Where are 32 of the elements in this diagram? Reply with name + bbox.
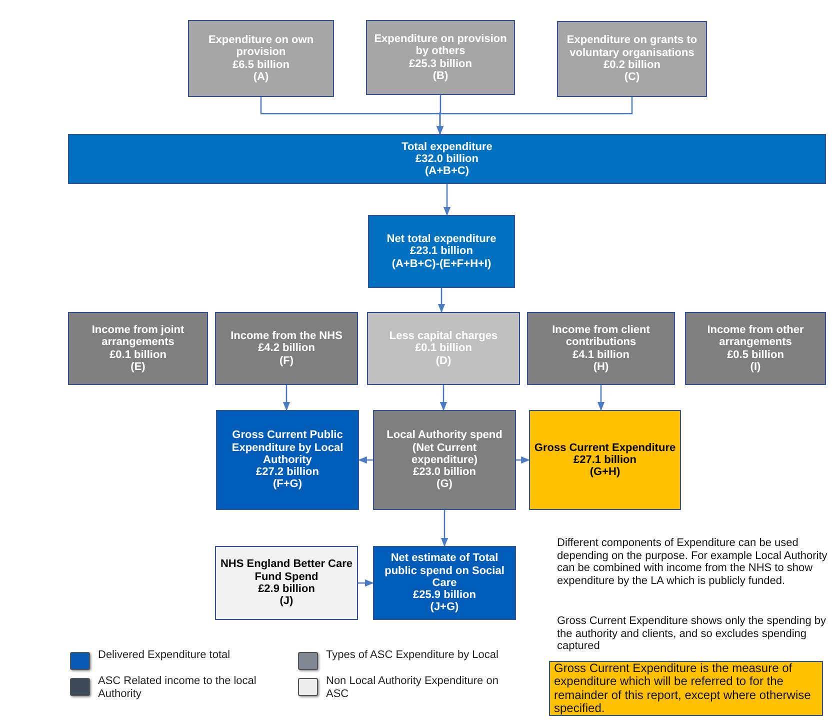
note-text: Different components of Expenditure can be used depending on the purpose. For example Local Authority can be combined with income from the NHS to show expenditure by the LA which is publicly funded. xyxy=(557,537,828,588)
legend-label: Non Local Authority Expenditure on ASC xyxy=(326,675,500,700)
process-box: Income from client contributions £4.1 billion (H) xyxy=(527,312,675,385)
process-box: Local Authority spend (Net Current expenditure) £23.0 billion (G) xyxy=(373,410,516,510)
arrow xyxy=(597,385,605,411)
arrow xyxy=(282,385,290,411)
process-box: Income from joint arrangements £0.1 billion (E) xyxy=(68,312,208,385)
process-box: Expenditure on provision by others £25.3 billion (B) xyxy=(366,20,515,95)
process-box: Less capital charges £0.1 billion (D) xyxy=(367,312,520,385)
process-box: Income from other arrangements £0.5 billion (I) xyxy=(685,312,826,385)
arrow xyxy=(443,184,451,216)
legend-label: ASC Related income to the local Authority xyxy=(98,675,258,700)
process-box: Gross Current Expenditure £27.1 billion (G+H) xyxy=(529,410,681,510)
arrow xyxy=(438,288,446,313)
arrow xyxy=(440,510,448,547)
process-box: Net total expenditure £23.1 billion (A+B+C)-(E+F+H+I) xyxy=(368,215,515,288)
process-box: Gross Current Public Expenditure by Local Authority £27.2 billion (F+G) xyxy=(216,410,359,510)
arrow xyxy=(516,456,530,464)
process-box: Total expenditure £32.0 billion (A+B+C) xyxy=(68,134,826,184)
arrow xyxy=(440,385,448,411)
legend-label: Delivered Expenditure total xyxy=(98,649,232,662)
arrow xyxy=(436,97,633,135)
process-box: Net estimate of Total public spend on Social Care £25.9 billion (J+G) xyxy=(373,546,516,620)
arrow xyxy=(358,579,374,587)
note-box: Gross Current Expenditure is the measure of expenditure which will be referred to for the remainder of this report, except where otherwise specified. xyxy=(549,661,823,716)
process-box: Income from the NHS £4.2 billion (F) xyxy=(215,312,358,385)
process-box: NHS England Better Care Fund Spend £2.9 billion (J) xyxy=(215,546,358,620)
legend-label: Types of ASC Expenditure by Local xyxy=(326,649,500,662)
note-text: Gross Current Expenditure shows only the spending by the authority and clients, and so excludes spending captured xyxy=(557,615,828,653)
process-box: Expenditure on grants to voluntary organisations £0.2 billion (C) xyxy=(557,21,707,97)
process-box: Expenditure on own provision £6.5 billion (A) xyxy=(188,20,334,97)
arrow xyxy=(358,456,373,464)
